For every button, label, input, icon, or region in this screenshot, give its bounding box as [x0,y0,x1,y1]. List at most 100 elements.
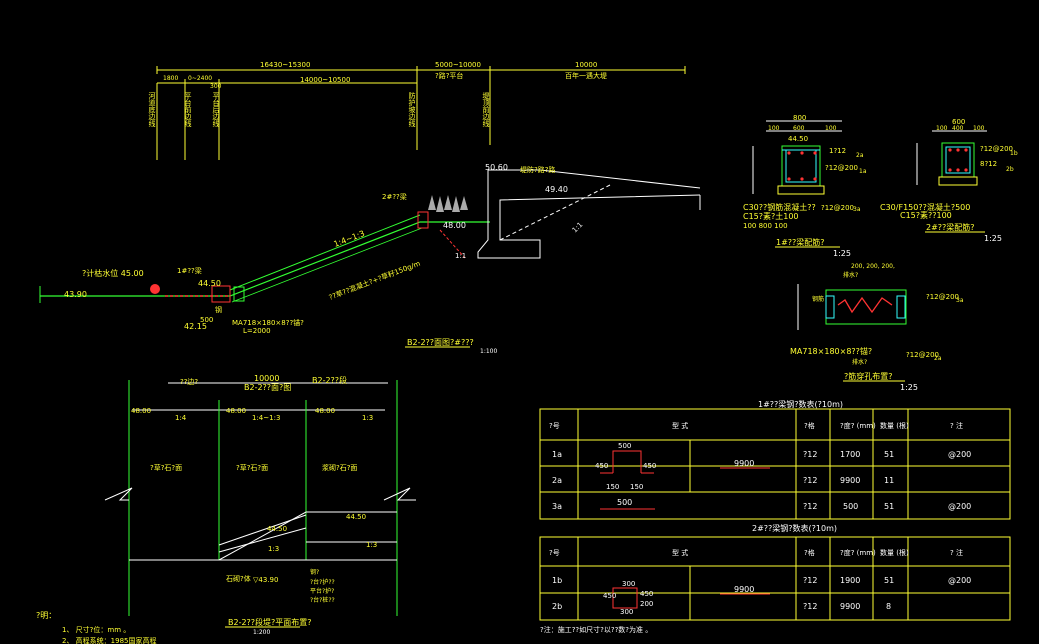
d2-tag-1: 2b [1006,166,1014,173]
d1-dim-3: 100 [825,125,837,132]
d1-dim-0: 800 [793,114,806,122]
t2-r1-id: 2b [552,602,562,611]
t2-r0-id: 1b [552,576,562,585]
plan-level-1: 48.00 [131,407,151,415]
detail-2-beam [916,130,987,186]
cross-section [39,169,701,303]
d2-dim-2: 400 [952,125,964,132]
t1-r0-id: 1a [552,450,562,459]
d3-tag-1: 3a [956,297,964,304]
notes-line-2: 2、 高程系统：1985国家高程 [62,636,157,644]
dim-top-mid: 5000~10000 [435,61,481,69]
d3-bar-1: ?12@200 [926,293,959,301]
detail-1-rebars [787,151,817,181]
t1-r1-id: 2a [552,476,562,485]
t2-r0-d0: 300 [622,580,635,588]
table2-row-2b: 2b ?12 9900 8 [552,602,891,611]
d2-dim-0: 600 [952,118,965,126]
slope-small-1: 1:1 [455,252,466,260]
t2-r1-spec: ?12 [803,602,817,611]
t2-r0-spec: ?12 [803,576,817,585]
d2-tag-0: 1b [1010,150,1018,157]
d2-concrete: C30/F150??混凝土?500 [880,202,970,212]
detail-1-beam [752,120,842,195]
vertical-line-labels: 河道底边线 平台前边线 平台后边线 防护坡边线 堤顶前边线 [148,91,490,127]
t1-r0-note: @200 [948,450,971,459]
t1-r2-length: 500 [843,502,858,511]
t1-r1-length: 9900 [840,476,860,485]
t2-r0-d3: 300 [620,608,633,616]
t1-r0-length: 1700 [840,450,860,459]
d2-title: 2#??梁配筋? [926,222,975,232]
t1-h-1: 型 式 [672,421,688,430]
d1-bar-0: 1?12 [829,147,846,155]
boulder-icon [150,284,160,294]
section-scale: 1:100 [480,348,497,355]
plan-slope-bottom-2: 1:3 [366,541,377,549]
level-44-50: 44.50 [198,279,221,288]
legend-1: ?台?护?? [310,578,335,586]
plan-level-3: 48.00 [315,407,335,415]
t2-h-2: ?格 [804,548,815,557]
vlabel-3: 防护坡边线 [408,91,416,127]
level-45-00: ?计枯水位 45.00 [82,268,144,278]
t2-h-3: ?度? (mm) [840,548,876,557]
table1-header: ?号 型 式 ?格 ?度? (mm) 数量 (根) ? 注 [549,421,963,430]
t1-h-2: ?格 [804,421,815,430]
plan-slope-3: 1:3 [362,414,373,422]
level-43-90: 43.90 [64,290,87,299]
table2-grid [539,536,1011,621]
note-ridge: 堤防?路?路 [520,165,555,174]
d1-dim-2: 600 [793,125,805,132]
d3-title: ?筋穿孔布置? [844,371,893,381]
beam-2: 2#??梁 [382,192,407,201]
d3-bar-2: ?12@200 [906,351,939,359]
plan-dim-10000: 10000 [254,374,279,383]
t2-r0-d2: 450 [640,590,653,598]
table1-caption: 1#??梁钢?数表(?10m) [758,399,843,409]
level-49-40: 49.40 [545,185,568,194]
slope-main: 1:4~1:3 [332,229,366,249]
plan-stone: 石砌?体 [226,574,251,583]
plan-slope-bottom-1: 1:3 [268,545,279,553]
dim-500: 500 [200,316,213,324]
d1-cushion: C15?素?土100 [743,211,799,221]
plan-title: B2-2??段堤?平面布置? [228,617,312,627]
dim-top-right: 10000 [575,61,597,69]
d2-bar-1: 8?12 [980,160,997,168]
plan-level-44-50: 44.50 [267,525,287,533]
plan-zone-2: ?草?石?面 [236,463,268,472]
plan-level-43-90: ▽43.90 [253,576,278,584]
t1-r0-d0: 500 [618,442,631,450]
dim-top-right-sub: 百年一遇大堤 [565,71,607,80]
notes-line-1: 1、 尺寸?位：mm 。 [62,625,130,634]
plan-scale: 1:200 [253,629,270,636]
vlabel-1: 平台前边线 [184,92,192,127]
table2-footnote: ?注：施工??如尺寸?以??数?为准 。 [540,625,652,634]
table2-row-1b: 1b 300 450 450 300 200 9900 ?12 1900 51 … [552,576,971,616]
legend-2: 平台?护? [310,587,334,595]
t1-r0-d4: 150 [630,483,643,491]
top-dimension-chain [156,66,686,160]
d2-scale: 1:25 [984,234,1002,243]
legend-3: ?台?桩?? [310,596,335,604]
plan-zone-1: ?草?石?面 [150,463,182,472]
plan-zone-3: 浆砌?石?面 [322,463,357,472]
t2-r0-len: 9900 [734,585,754,594]
d1-bar-1: ?12@200 [825,164,858,172]
plan-right-note: B2-2??段 [312,375,347,385]
level-50-60: 50.60 [485,163,508,172]
anchor-length: L=2000 [243,327,271,335]
d1-title: 1#??梁配筋? [776,237,825,247]
detail-3-anchor [797,284,907,330]
dim-b: 0~2400 [188,75,212,82]
tree-icons [428,195,468,212]
d3-dims: 200, 200, 200, [851,263,895,270]
grass-note: ??草??混凝土?+?草籽150g/m [327,259,421,302]
dim-top-mid-sub: ?路?平台 [435,71,463,80]
table2-caption: 2#??梁钢?数表(?10m) [752,523,837,533]
t2-r0-length: 1900 [840,576,860,585]
t1-h-4: 数量 (根) [880,421,909,430]
table1-row-3a: 3a 500 ?12 500 51 @200 [552,498,971,511]
